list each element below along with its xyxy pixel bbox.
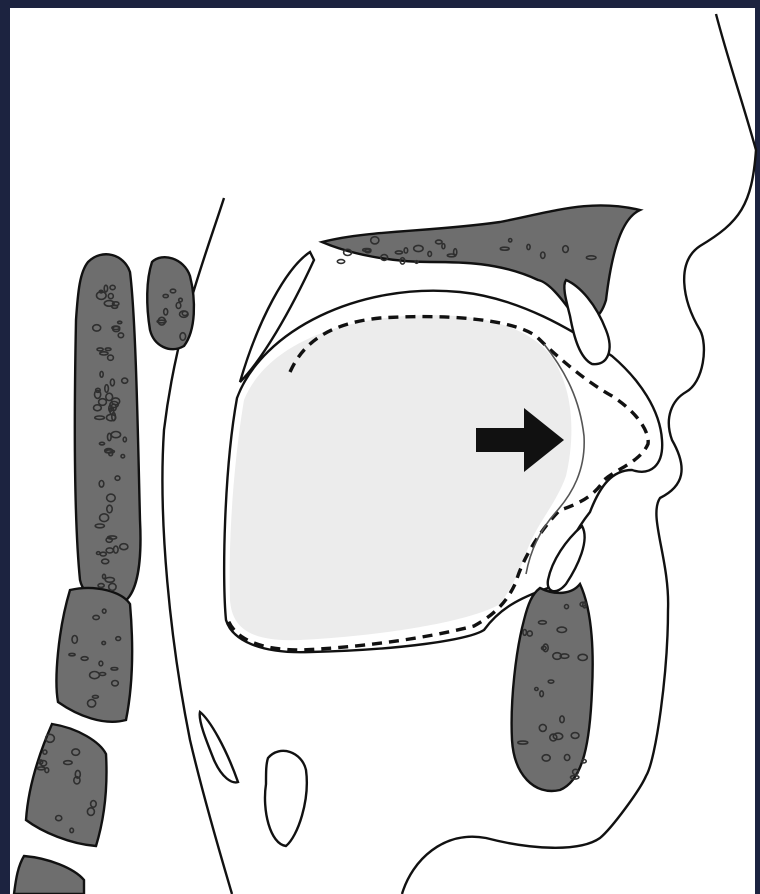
atlas-vertebra (147, 257, 194, 349)
cervical-vertebra-3 (57, 588, 133, 722)
